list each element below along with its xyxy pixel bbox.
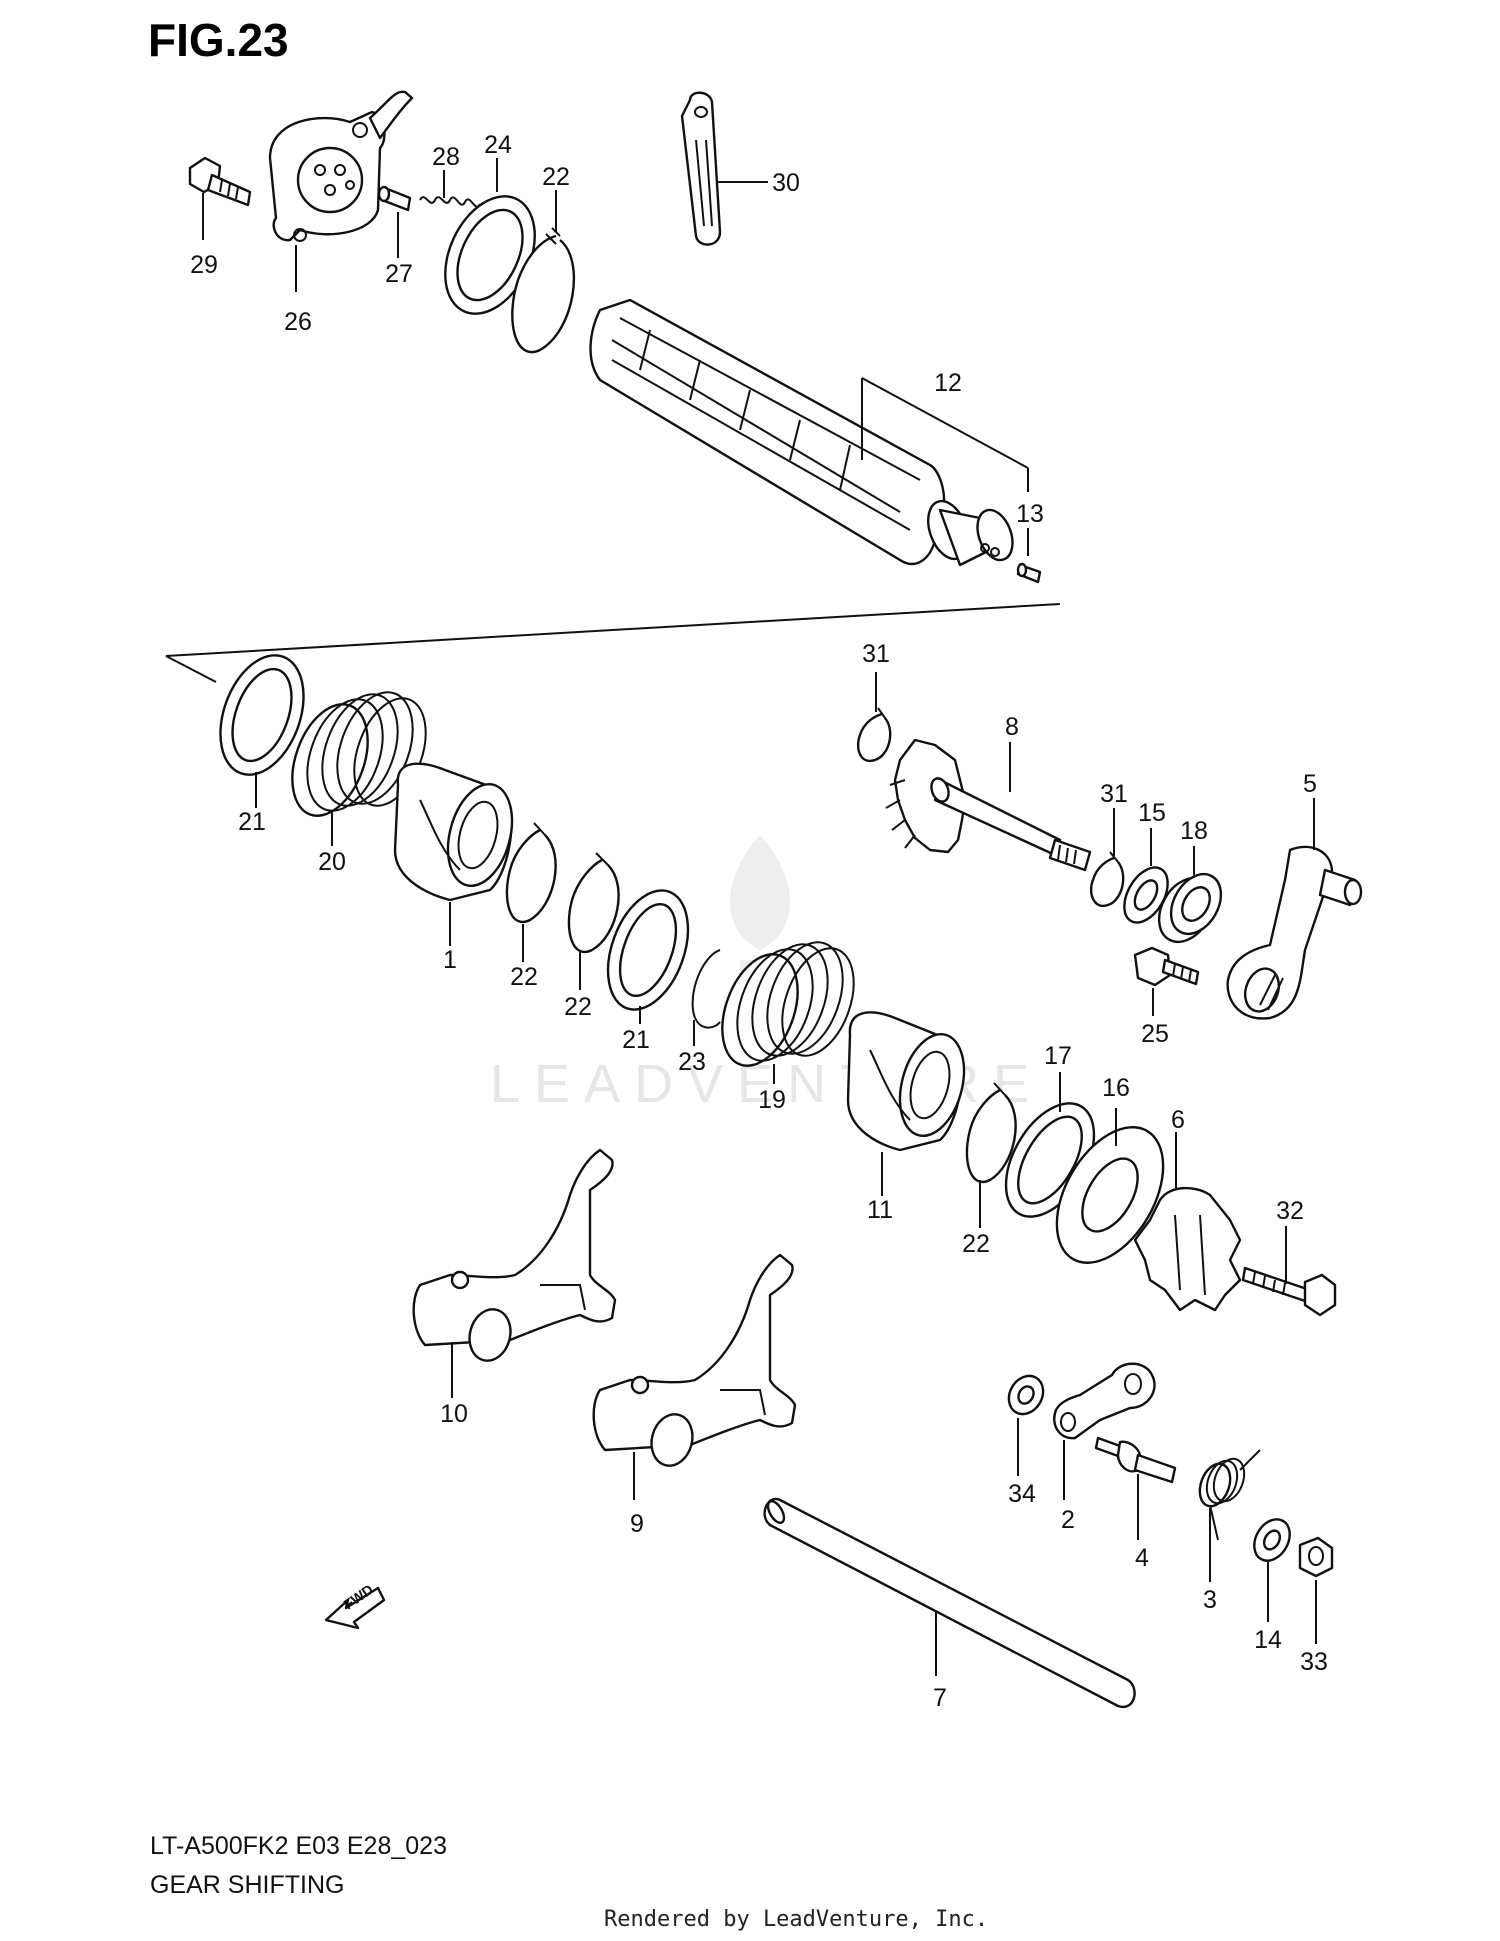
callout-14[interactable]: 14: [1254, 1626, 1282, 1654]
part-30-plate[interactable]: [680, 91, 722, 246]
callout-28[interactable]: 28: [432, 143, 460, 171]
callout-31-b[interactable]: 31: [1100, 780, 1128, 808]
part-11-cam[interactable]: [846, 1011, 974, 1152]
callout-22-d[interactable]: 22: [962, 1230, 990, 1258]
part-21-washer-left[interactable]: [205, 644, 319, 787]
fwd-arrow-icon: FWD: [324, 1581, 386, 1630]
part-25-bolt[interactable]: [1133, 946, 1200, 987]
callout-5[interactable]: 5: [1303, 770, 1317, 798]
callout-34[interactable]: 34: [1008, 1480, 1036, 1508]
leader-12: [861, 377, 1029, 492]
part-12-shift-drum[interactable]: [589, 298, 1019, 567]
callout-30[interactable]: 30: [772, 169, 800, 197]
callout-21-left[interactable]: 21: [238, 808, 266, 836]
callout-25[interactable]: 25: [1141, 1020, 1169, 1048]
part-27-pin[interactable]: [377, 185, 412, 212]
callout-15[interactable]: 15: [1138, 799, 1166, 827]
part-33-nut[interactable]: [1298, 1536, 1334, 1578]
callout-20[interactable]: 20: [318, 848, 346, 876]
callout-19[interactable]: 19: [758, 1086, 786, 1114]
part-26-switch[interactable]: [268, 90, 414, 242]
part-29-bolt[interactable]: [188, 156, 252, 207]
part-34-washer[interactable]: [1002, 1370, 1050, 1421]
part-6-gear[interactable]: [1133, 1186, 1242, 1312]
part-22-circlip-b[interactable]: [505, 822, 557, 924]
part-18-oil-seal[interactable]: [1148, 865, 1231, 951]
callout-13[interactable]: 13: [1016, 500, 1044, 528]
callout-23[interactable]: 23: [678, 1048, 706, 1076]
rendered-by-credit: Rendered by LeadVenture, Inc.: [604, 1907, 988, 1932]
part-31-circlip-b[interactable]: [1089, 851, 1125, 908]
callout-1[interactable]: 1: [443, 946, 457, 974]
separator-line: [165, 603, 1061, 683]
figure-title: FIG.23: [148, 14, 289, 66]
callout-3[interactable]: 3: [1203, 1586, 1217, 1614]
callout-7[interactable]: 7: [933, 1684, 947, 1712]
callout-12[interactable]: 12: [934, 369, 962, 397]
callout-2[interactable]: 2: [1061, 1506, 1075, 1534]
part-8-shift-shaft[interactable]: [885, 738, 1092, 872]
callout-22-top[interactable]: 22: [542, 163, 570, 191]
part-15-washer[interactable]: [1115, 860, 1176, 930]
callout-22-b[interactable]: 22: [510, 963, 538, 991]
watermark-flame-icon: [730, 835, 790, 975]
part-9-shift-fork[interactable]: [592, 1253, 797, 1470]
callout-8[interactable]: 8: [1005, 713, 1019, 741]
part-3-return-spring[interactable]: [1194, 1449, 1261, 1541]
part-4-stopper-bolt[interactable]: [1094, 1436, 1177, 1484]
part-28-spring[interactable]: [419, 196, 481, 208]
part-22-circlip-d[interactable]: [965, 1082, 1017, 1184]
part-13-pin[interactable]: [1016, 562, 1042, 584]
part-31-circlip-a[interactable]: [856, 707, 892, 763]
callout-22-c[interactable]: 22: [564, 993, 592, 1021]
part-21-washer-b[interactable]: [593, 879, 703, 1020]
callout-26[interactable]: 26: [284, 308, 312, 336]
part-10-shift-fork[interactable]: [412, 1148, 617, 1365]
callout-32[interactable]: 32: [1276, 1197, 1304, 1225]
part-20-spring[interactable]: [278, 682, 439, 826]
callout-31-a[interactable]: 31: [862, 640, 890, 668]
callout-9[interactable]: 9: [630, 1510, 644, 1538]
part-2-stopper-plate[interactable]: [1053, 1362, 1156, 1440]
part-14-washer[interactable]: [1247, 1513, 1297, 1567]
callout-24[interactable]: 24: [484, 131, 512, 159]
callout-10[interactable]: 10: [440, 1400, 468, 1428]
callout-16[interactable]: 16: [1102, 1074, 1130, 1102]
part-1-cam[interactable]: [393, 762, 522, 902]
part-16-washer[interactable]: [1035, 1109, 1185, 1281]
callout-17[interactable]: 17: [1044, 1042, 1072, 1070]
part-7-fork-shaft[interactable]: [763, 1497, 1136, 1709]
callout-labels: 29 26 27 28 24 22 30 12 13 21 20 1 22 22…: [190, 131, 1328, 1712]
section-name: GEAR SHIFTING: [150, 1871, 344, 1899]
callout-29[interactable]: 29: [190, 251, 218, 279]
callout-33[interactable]: 33: [1300, 1648, 1328, 1676]
part-22-circlip-c[interactable]: [567, 852, 620, 954]
callout-4[interactable]: 4: [1135, 1544, 1149, 1572]
model-code: LT-A500FK2 E03 E28_023: [150, 1832, 447, 1860]
callout-6[interactable]: 6: [1171, 1106, 1185, 1134]
callout-18[interactable]: 18: [1180, 817, 1208, 845]
callout-27[interactable]: 27: [385, 260, 413, 288]
callout-11[interactable]: 11: [867, 1196, 893, 1224]
part-5-shift-arm[interactable]: [1226, 845, 1363, 1020]
callout-21-b[interactable]: 21: [622, 1026, 650, 1054]
part-32-bolt[interactable]: [1241, 1266, 1337, 1317]
part-19-spring[interactable]: [708, 932, 867, 1076]
part-23-clip[interactable]: [691, 949, 721, 1029]
